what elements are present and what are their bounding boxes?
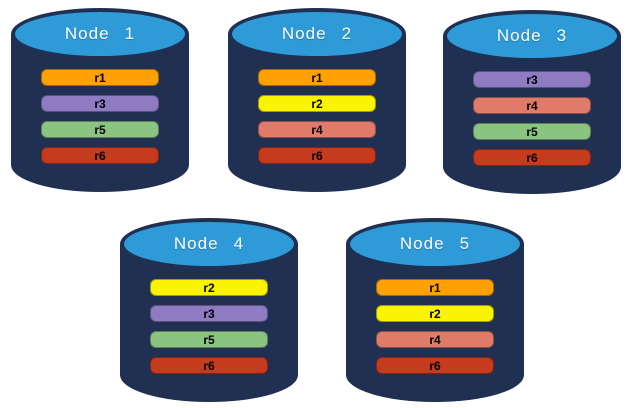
- replica-label: r6: [203, 358, 215, 373]
- replica-label: r6: [94, 148, 106, 163]
- replica-bar: r6: [473, 149, 591, 166]
- replica-list: r1 r2 r4 r6: [258, 69, 376, 164]
- replica-bar: r1: [376, 279, 494, 296]
- cylinder-top: Node 2: [228, 8, 406, 60]
- replica-bar: r1: [41, 69, 159, 86]
- replica-label: r2: [429, 306, 441, 321]
- replica-bar: r3: [473, 71, 591, 88]
- replica-bar: r4: [258, 121, 376, 138]
- replica-label: r2: [311, 96, 323, 111]
- replica-label: r1: [94, 70, 106, 85]
- replica-bar: r2: [150, 279, 268, 296]
- replica-bar: r5: [41, 121, 159, 138]
- cylinder-body: [228, 34, 406, 192]
- replica-label: r5: [94, 122, 106, 137]
- replica-bar: r6: [41, 147, 159, 164]
- replica-label: r6: [526, 150, 538, 165]
- replica-label: r3: [203, 306, 215, 321]
- replica-bar: r6: [376, 357, 494, 374]
- db-node-4: Node 4 r2 r3 r5 r6: [120, 218, 298, 402]
- cylinder-body: [120, 244, 298, 402]
- db-node-2: Node 2 r1 r2 r4 r6: [228, 8, 406, 192]
- replica-label: r2: [203, 280, 215, 295]
- replica-label: r3: [526, 72, 538, 87]
- cylinder-top: Node 5: [346, 218, 524, 270]
- replica-label: r3: [94, 96, 106, 111]
- replica-label: r4: [311, 122, 323, 137]
- node-title: Node 4: [173, 234, 245, 253]
- replica-bar: r5: [473, 123, 591, 140]
- replica-list: r3 r4 r5 r6: [473, 71, 591, 166]
- db-node-5: Node 5 r1 r2 r4 r6: [346, 218, 524, 402]
- replica-bar: r2: [258, 95, 376, 112]
- replica-bar: r4: [376, 331, 494, 348]
- replica-label: r5: [203, 332, 215, 347]
- replica-label: r1: [311, 70, 323, 85]
- replica-label: r4: [429, 332, 441, 347]
- node-title: Node 2: [281, 24, 353, 43]
- replica-bar: r3: [41, 95, 159, 112]
- replica-bar: r1: [258, 69, 376, 86]
- db-node-1: Node 1 r1 r3 r5 r6: [11, 8, 189, 192]
- replica-bar: r4: [473, 97, 591, 114]
- cylinder-top: Node 1: [11, 8, 189, 60]
- replica-label: r4: [526, 98, 538, 113]
- db-node-3: Node 3 r3 r4 r5 r6: [443, 10, 621, 194]
- replica-bar: r6: [150, 357, 268, 374]
- node-title: Node 5: [399, 234, 471, 253]
- node-title: Node 3: [496, 26, 568, 45]
- replica-list: r1 r3 r5 r6: [41, 69, 159, 164]
- replica-label: r6: [429, 358, 441, 373]
- replica-label: r6: [311, 148, 323, 163]
- replica-bar: r2: [376, 305, 494, 322]
- replica-list: r2 r3 r5 r6: [150, 279, 268, 374]
- cylinder-body: [346, 244, 524, 402]
- replica-label: r1: [429, 280, 441, 295]
- cylinder-top: Node 3: [443, 10, 621, 62]
- cylinder-body: [443, 36, 621, 194]
- cylinder-body: [11, 34, 189, 192]
- node-title: Node 1: [64, 24, 136, 43]
- replica-list: r1 r2 r4 r6: [376, 279, 494, 374]
- replica-label: r5: [526, 124, 538, 139]
- cylinder-top: Node 4: [120, 218, 298, 270]
- replica-bar: r5: [150, 331, 268, 348]
- replica-bar: r3: [150, 305, 268, 322]
- replica-bar: r6: [258, 147, 376, 164]
